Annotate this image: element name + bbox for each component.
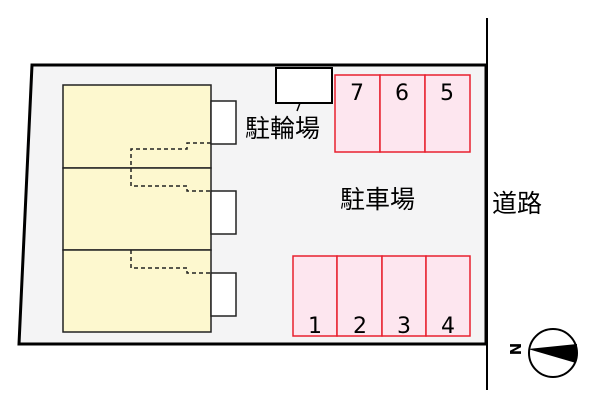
parking-number: 5: [440, 81, 454, 106]
parking-space-4: [425, 255, 471, 337]
north-label: N: [506, 343, 524, 356]
parking-space-1: [292, 255, 338, 337]
unit-2: [62, 167, 212, 251]
entrance-3: [210, 272, 237, 317]
hidden-line-2: [130, 250, 211, 274]
parking-space-3: [381, 255, 427, 337]
entrance-2: [210, 190, 237, 235]
car-parking-label: 駐車場: [340, 185, 415, 214]
parking-number: 6: [395, 81, 409, 106]
parking-number: 4: [441, 314, 455, 339]
parking-number: 3: [397, 314, 411, 339]
parking-space-5: [424, 74, 471, 153]
bicycle-shed: [275, 67, 333, 104]
north-arrow-icon: [528, 344, 577, 363]
road-label: 道路: [492, 189, 542, 218]
leader-line: [296, 102, 301, 112]
bicycle-parking-label: 駐輪場: [245, 114, 320, 143]
parking-bottom: 1 2 3 4: [292, 255, 471, 339]
parking-space-2: [336, 255, 383, 337]
parking-number: 1: [308, 314, 322, 339]
building: [62, 84, 237, 333]
parking-number: 2: [353, 314, 367, 339]
parking-space-7: [334, 74, 381, 153]
parking-number: 7: [350, 81, 364, 106]
hidden-line-1: [130, 142, 211, 192]
unit-3: [62, 249, 212, 333]
entrance-1: [210, 100, 237, 145]
unit-1: [62, 84, 212, 169]
parking-top: 7 6 5: [334, 74, 471, 153]
compass: N: [506, 328, 578, 378]
